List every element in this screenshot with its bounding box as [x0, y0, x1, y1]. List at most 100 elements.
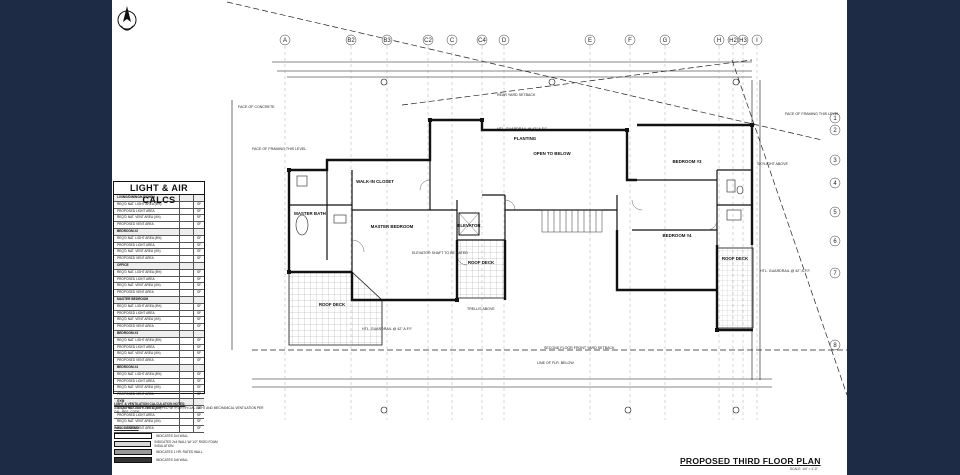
wall-legend-item: INDICATES 2x4 WALL W/ 1/2" RIGID FOAM IN… [114, 440, 234, 448]
calcs-row-label: PROPOSED VENT AREA [117, 426, 154, 431]
note-guardrail: HTL. GUARDRAIL @ 42" A.F.F. [362, 327, 413, 331]
calcs-row-label: GYM [117, 398, 125, 403]
wall-legend-text: INDICATES 1 HR. RATED WALL [156, 450, 203, 454]
calcs-row-label: REQ'D NAT. VENT AREA (4%) [117, 317, 161, 322]
grid-label: E [588, 38, 592, 44]
room-label-master-bath: MASTER BATH [294, 211, 326, 216]
calcs-row-value [179, 262, 193, 269]
note-face-of-framing: FACE OF FRAMING THIS LEVEL [252, 147, 306, 151]
room-label-bedroom-4: BEDROOM #4 [662, 233, 692, 238]
grid-bubbles-right [829, 112, 841, 351]
calcs-row: OFFICE [114, 262, 204, 270]
calcs-row-value [179, 296, 193, 303]
calcs-row-label: PROPOSED VENT AREA [117, 358, 154, 363]
note-face-of-framing: FACE OF FRAMING THIS LEVEL [785, 112, 839, 116]
calcs-row-label: PROPOSED LIGHT AREA [117, 276, 155, 281]
calcs-row-unit: SF [193, 344, 204, 351]
grid-label: H2 [729, 38, 737, 44]
note-face-of-concrete: FACE OF CONCRETE [238, 105, 275, 109]
elevator-shaft [458, 212, 480, 236]
grid-label: 6 [833, 239, 837, 245]
calcs-row-unit: SF [193, 222, 204, 228]
calcs-row-unit [193, 398, 204, 405]
wall-legend-item: INDICATES 2x6 WALL [114, 456, 234, 464]
room-label-bedroom-3: BEDROOM #3 [672, 159, 702, 164]
note-guardrail: HTL. GUARDRAIL @ 42" A.F.F. [497, 127, 548, 131]
room-label-roof-deck: ROOF DECK [468, 260, 495, 265]
wall-legend-swatch [114, 433, 152, 439]
calcs-row-unit: SF [193, 405, 204, 412]
room-label-elevator: ELEVATOR [457, 223, 481, 228]
calcs-row-label: REQ'D NAT. LIGHT AREA (8%) [117, 269, 162, 274]
calcs-row-value [179, 371, 193, 378]
calcs-row-value [179, 303, 193, 310]
calcs-row-unit: SF [193, 351, 204, 358]
room-label-walk-in-closet: WALK-IN CLOSET [356, 179, 394, 184]
calcs-row: REQ'D NAT. VENT AREA (4%)SF [114, 283, 204, 291]
room-labels: MASTER BEDROOM WALK-IN CLOSET MASTER BAT… [294, 136, 749, 307]
room-label-planting: PLANTING [514, 136, 537, 141]
room-label-roof-deck: ROOF DECK [722, 256, 749, 261]
grid-label: G [663, 38, 668, 44]
calcs-row-value [179, 405, 193, 412]
door-swings [351, 179, 718, 266]
calcs-row-unit: SF [193, 283, 204, 290]
grid-label: D [502, 38, 507, 44]
calcs-row-unit: SF [193, 208, 204, 215]
calcs-row-value [179, 228, 193, 235]
calcs-row-value [179, 351, 193, 358]
roof-decks [288, 239, 754, 346]
calcs-row-value [179, 324, 193, 330]
sheet-scale: SCALE: 1/4" = 1'-0" [790, 467, 818, 471]
bath-fixtures [295, 175, 744, 236]
calcs-row-unit: SF [193, 235, 204, 242]
calcs-row-unit [193, 330, 204, 337]
calcs-row-value [179, 256, 193, 262]
calcs-row: REQ'D NAT. VENT AREA (4%)SF [114, 419, 204, 427]
floor-plan-drawing: A B2 B3 C2 C C4 D E F G H H2 H3 I [226, 1, 847, 420]
calcs-row-label: REQ'D NAT. LIGHT AREA (8%) [117, 235, 162, 240]
calcs-row: BEDROOM #4 [114, 364, 204, 372]
interior-walls [289, 160, 752, 272]
grid-label: H [717, 38, 721, 44]
calcs-row-unit [193, 262, 204, 269]
calcs-row-unit: SF [193, 392, 204, 398]
calcs-row-unit: SF [193, 324, 204, 330]
calcs-row-value [179, 201, 193, 208]
calcs-row-label: PROPOSED LIGHT AREA [117, 242, 155, 247]
calcs-row-value [179, 412, 193, 419]
wall-legend-item: INDICATES 2x4 WALL [114, 432, 234, 440]
calcs-row-label: PROPOSED LIGHT AREA [117, 208, 155, 213]
calcs-row-value [179, 364, 193, 371]
calcs-row-label: REQ'D NAT. LIGHT AREA (8%) [117, 405, 162, 410]
calcs-row: REQ'D NAT. LIGHT AREA (8%) SF [114, 405, 204, 413]
grid-label: A [283, 38, 287, 44]
calcs-row-unit: SF [193, 256, 204, 262]
calcs-row-label: OFFICE [117, 262, 129, 267]
calcs-row-unit [193, 195, 204, 201]
calcs-row-unit [193, 364, 204, 371]
calcs-row-value [179, 276, 193, 283]
calcs-row-label: PROPOSED LIGHT AREA [117, 412, 155, 417]
note-elevator-shaft: ELEVATOR SHAFT TO BE RATED [412, 251, 468, 255]
calcs-row-value [179, 337, 193, 344]
calcs-row-value [179, 392, 193, 398]
calcs-row-label: REQ'D NAT. VENT AREA (4%) [117, 351, 161, 356]
calcs-row: REQ'D NAT. VENT AREA (4%)SF [114, 317, 204, 325]
calcs-row-unit: SF [193, 378, 204, 385]
note-trellis: TRELLIS ABOVE [467, 307, 495, 311]
calcs-row-unit [193, 296, 204, 303]
grid-bubble-labels-top: A B2 B3 C2 C C4 D E F G H H2 H3 I [283, 38, 758, 44]
calcs-row: REQ'D NAT. LIGHT AREA (8%)SF [114, 201, 204, 209]
drawing-sheet: A B2 B3 C2 C C4 D E F G H H2 H3 I [112, 0, 847, 475]
calcs-row-value [179, 249, 193, 256]
calcs-row-value [179, 358, 193, 364]
